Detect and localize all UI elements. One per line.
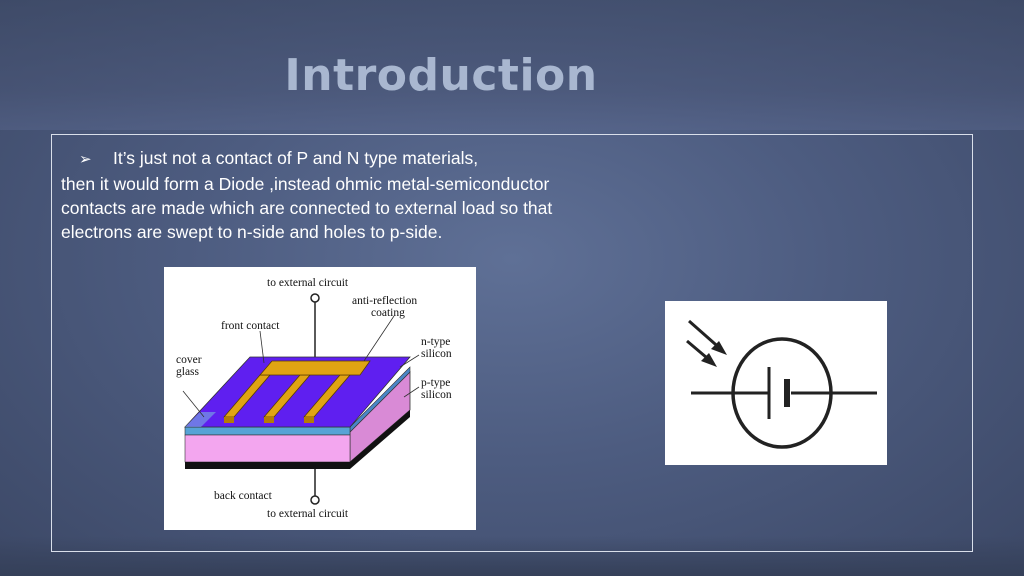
label-glass: glass [176, 366, 200, 378]
bullet-line-1: It’s just not a contact of P and N type … [113, 148, 479, 168]
label-back-contact: back contact [214, 490, 273, 502]
bullet-paragraph: ➢ It’s just not a contact of P and N type… [61, 146, 651, 244]
header-band [0, 0, 1024, 130]
slide-title: Introduction [284, 50, 598, 101]
label-bottom-circuit: to external circuit [267, 508, 349, 520]
label-p-type-silicon: silicon [421, 389, 452, 401]
solar-cell-diagram: to external circuit anti-reflection coat… [164, 267, 476, 530]
bullet-line-4: electrons are swept to n-side and holes … [61, 222, 443, 242]
footer-band [0, 536, 1024, 576]
label-p-type: p-type [421, 377, 450, 389]
bullet-line-3: contacts are made which are connected to… [61, 198, 553, 218]
arrow-bullet-icon: ➢ [79, 151, 92, 168]
label-n-type-silicon: silicon [421, 348, 452, 360]
label-coating: coating [371, 307, 405, 319]
bullet-line-2: then it would form a Diode ,instead ohmi… [61, 174, 550, 194]
label-top-circuit: to external circuit [267, 277, 349, 289]
content-frame [51, 134, 973, 552]
label-anti-reflection: anti-reflection [352, 295, 417, 307]
bullet-first-line: ➢ It’s just not a contact of P and N type… [61, 146, 651, 172]
photocell-symbol-image [665, 301, 887, 465]
photovoltaic-cell-symbol-icon [686, 319, 877, 449]
label-cover: cover [176, 354, 202, 366]
label-front-contact: front contact [221, 320, 280, 332]
label-n-type: n-type [421, 336, 450, 348]
solar-cell-svg: to external circuit anti-reflection coat… [176, 277, 452, 520]
